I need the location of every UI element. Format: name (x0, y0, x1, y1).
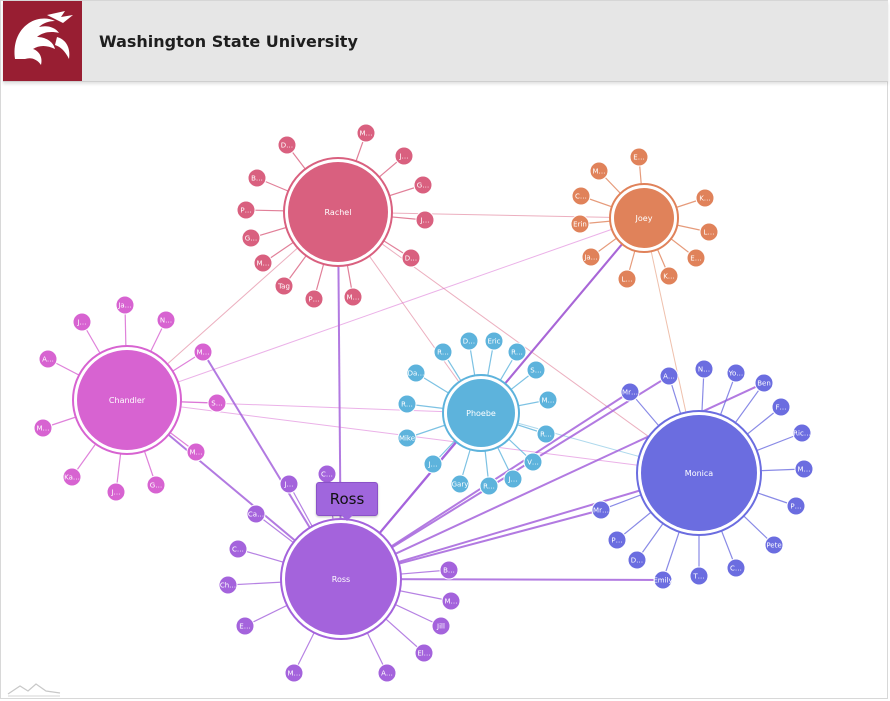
member-node[interactable] (343, 287, 363, 307)
member-node[interactable] (423, 454, 443, 474)
mountain-logo-icon (7, 683, 61, 697)
member-node[interactable] (689, 566, 709, 586)
member-node[interactable] (726, 558, 746, 578)
hub-node-rachel[interactable] (288, 162, 388, 262)
member-node[interactable] (228, 539, 248, 559)
member-node[interactable] (695, 188, 715, 208)
member-node[interactable] (253, 253, 273, 273)
member-node[interactable] (394, 146, 414, 166)
link-rachel-monica (337, 211, 700, 474)
member-node[interactable] (241, 228, 261, 248)
member-node[interactable] (536, 424, 556, 444)
member-node[interactable] (726, 363, 746, 383)
member-node[interactable] (484, 331, 504, 351)
member-node[interactable] (397, 428, 417, 448)
member-node[interactable] (538, 390, 558, 410)
member-node[interactable] (523, 452, 543, 472)
member-node[interactable] (620, 382, 640, 402)
member-node[interactable] (459, 331, 479, 351)
member-node[interactable] (659, 366, 679, 386)
member-node[interactable] (317, 464, 337, 484)
member-node[interactable] (397, 394, 417, 414)
hub-node-monica[interactable] (641, 415, 757, 531)
hub-node-ross[interactable] (285, 523, 397, 635)
member-node[interactable] (236, 200, 256, 220)
header-bar: Washington State University (3, 1, 888, 82)
member-node[interactable] (277, 135, 297, 155)
member-node[interactable] (570, 214, 590, 234)
member-node[interactable] (193, 342, 213, 362)
member-node[interactable] (279, 474, 299, 494)
member-node[interactable] (659, 266, 679, 286)
member-node[interactable] (414, 643, 434, 663)
member-node[interactable] (106, 482, 126, 502)
member-node[interactable] (431, 616, 451, 636)
member-node[interactable] (413, 175, 433, 195)
member-node[interactable] (156, 310, 176, 330)
member-node[interactable] (72, 312, 92, 332)
member-node[interactable] (246, 504, 266, 524)
member-node[interactable] (377, 663, 397, 683)
member-node[interactable] (284, 663, 304, 683)
member-node[interactable] (794, 459, 814, 479)
member-node[interactable] (792, 423, 812, 443)
page-title: Washington State University (99, 32, 358, 51)
member-node[interactable] (764, 535, 784, 555)
hub-node-phoebe[interactable] (447, 379, 515, 447)
member-node[interactable] (754, 373, 774, 393)
member-node[interactable] (406, 363, 426, 383)
member-node[interactable] (33, 418, 53, 438)
member-node[interactable] (441, 591, 461, 611)
member-node[interactable] (629, 147, 649, 167)
member-node[interactable] (115, 295, 135, 315)
member-node[interactable] (235, 616, 255, 636)
member-node[interactable] (433, 342, 453, 362)
member-node[interactable] (450, 474, 470, 494)
member-node[interactable] (62, 467, 82, 487)
member-node[interactable] (479, 476, 499, 496)
member-node[interactable] (146, 475, 166, 495)
member-node[interactable] (653, 570, 673, 590)
member-node[interactable] (526, 360, 546, 380)
member-node[interactable] (207, 393, 227, 413)
member-node[interactable] (503, 469, 523, 489)
member-node[interactable] (571, 186, 591, 206)
member-node[interactable] (617, 269, 637, 289)
member-node[interactable] (186, 442, 206, 462)
member-node[interactable] (274, 276, 294, 296)
wsu-cougar-logo-icon[interactable] (3, 1, 82, 81)
member-node[interactable] (694, 359, 714, 379)
member-node[interactable] (627, 550, 647, 570)
tooltip-arrow (340, 514, 354, 521)
member-node[interactable] (356, 123, 376, 143)
member-node[interactable] (591, 500, 611, 520)
member-node[interactable] (415, 210, 435, 230)
member-node[interactable] (218, 575, 238, 595)
member-node[interactable] (589, 161, 609, 181)
member-node[interactable] (686, 248, 706, 268)
member-node[interactable] (38, 349, 58, 369)
hub-node-joey[interactable] (614, 188, 674, 248)
member-node[interactable] (786, 496, 806, 516)
member-node[interactable] (581, 247, 601, 267)
member-node[interactable] (439, 560, 459, 580)
member-node[interactable] (699, 222, 719, 242)
hub-node-chandler[interactable] (77, 350, 177, 450)
member-node[interactable] (304, 289, 324, 309)
node-tooltip: Ross (316, 482, 378, 516)
member-node[interactable] (401, 248, 421, 268)
member-node[interactable] (247, 168, 267, 188)
member-node[interactable] (607, 530, 627, 550)
member-node[interactable] (507, 342, 527, 362)
member-node[interactable] (771, 397, 791, 417)
